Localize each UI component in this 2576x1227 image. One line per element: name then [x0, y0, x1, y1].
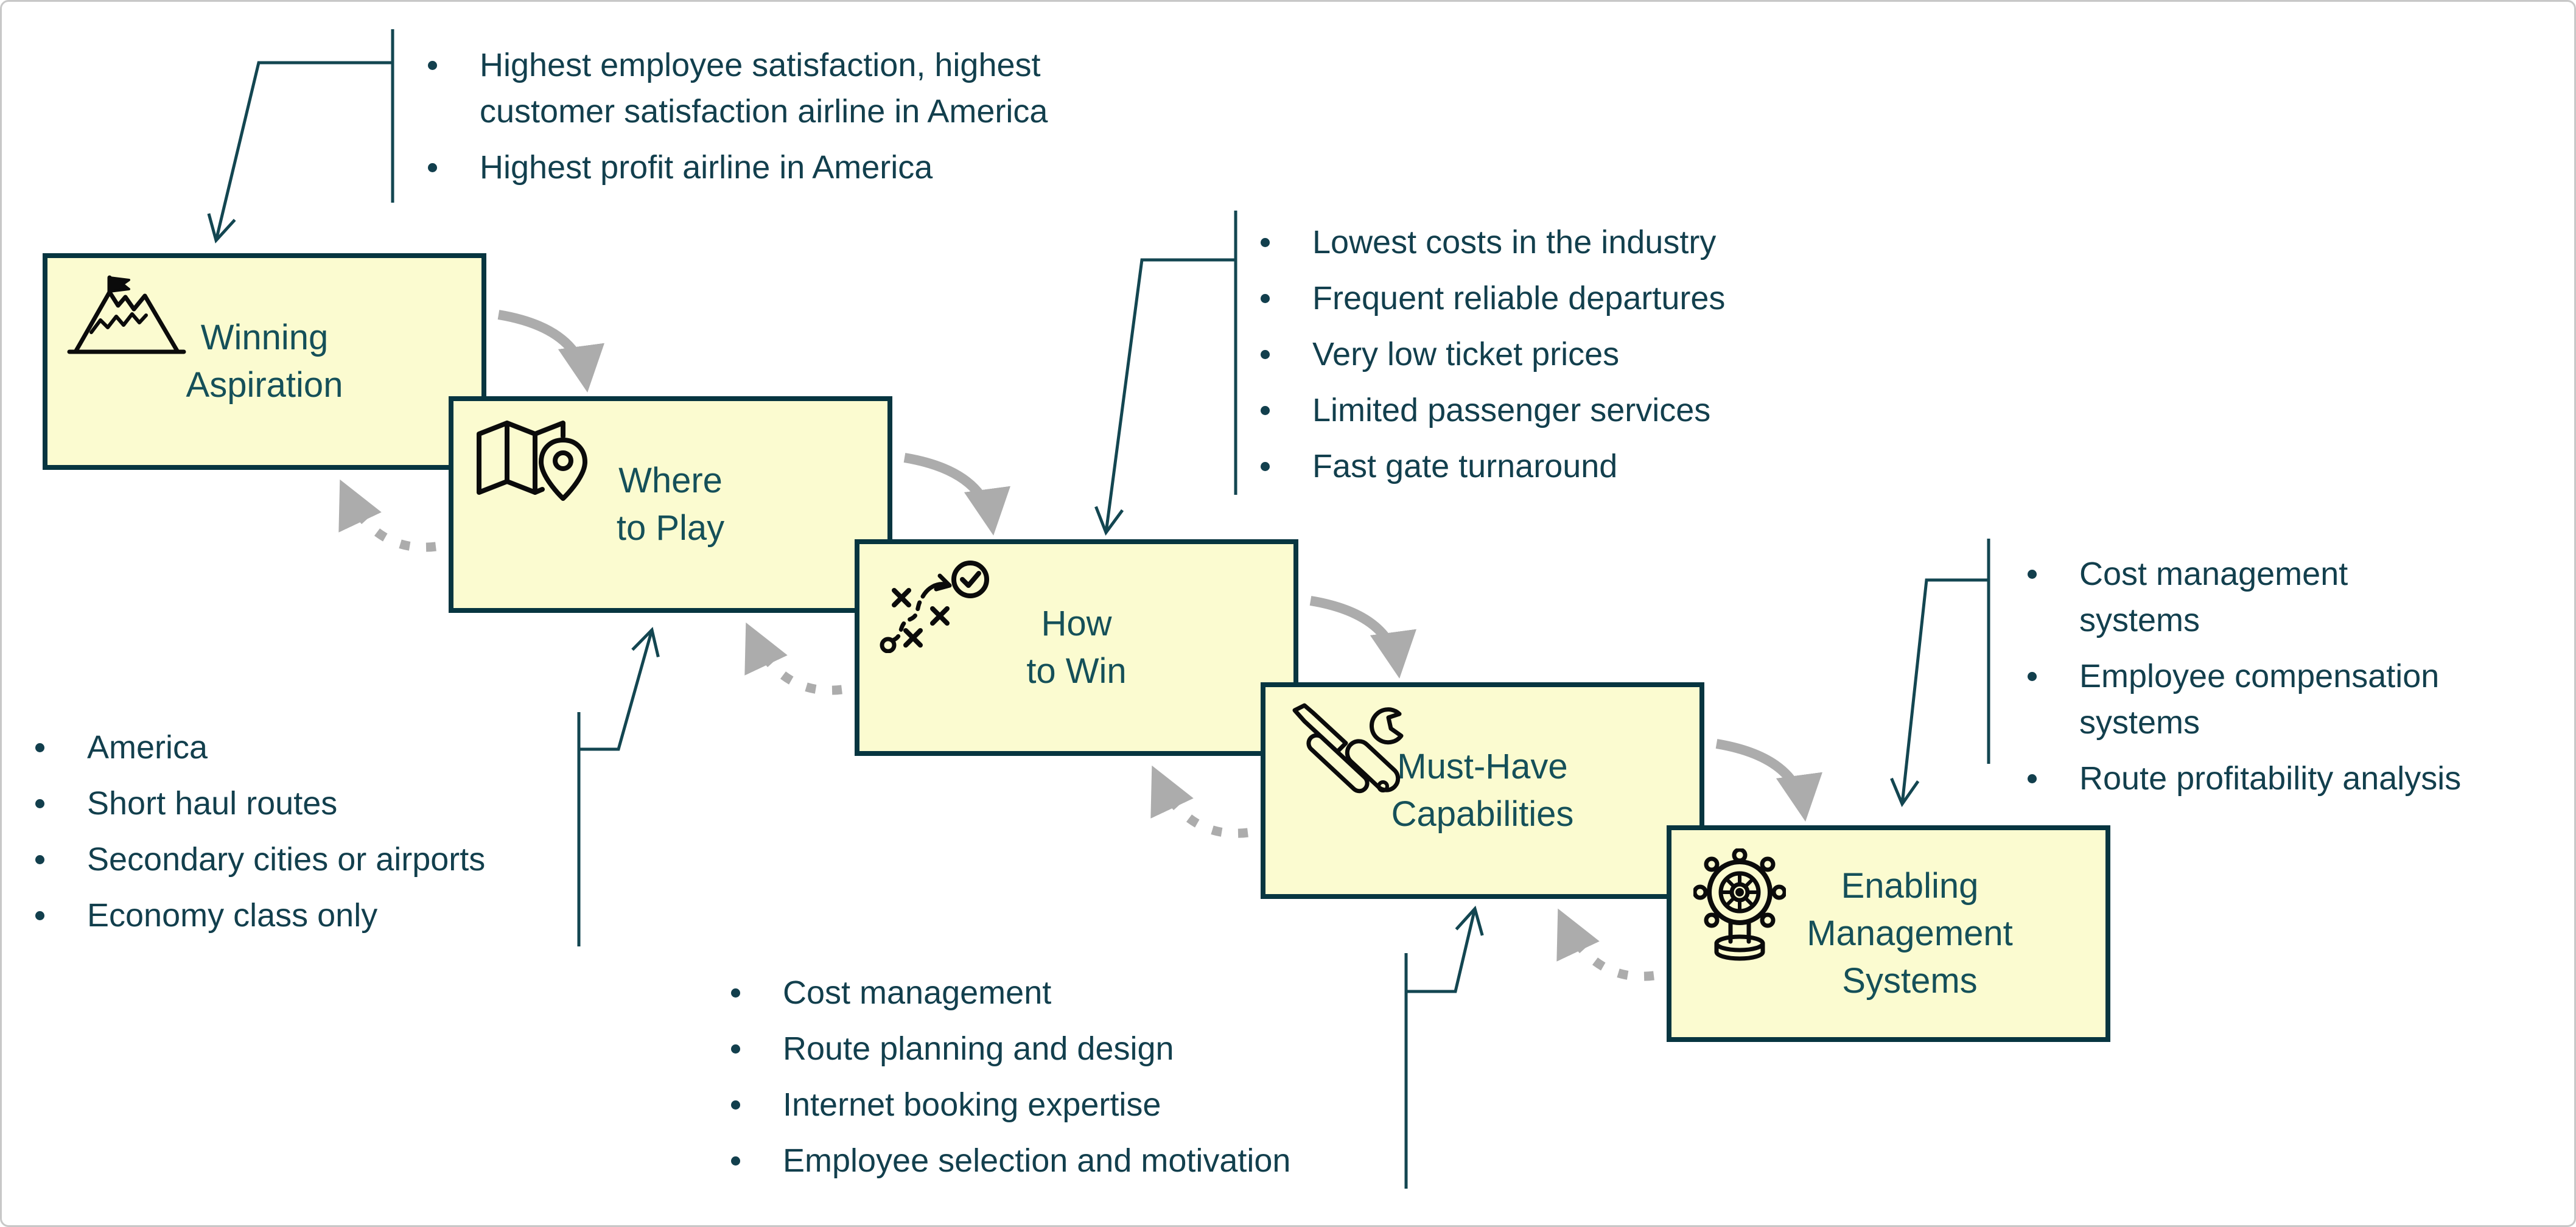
tools-icon [1284, 702, 1405, 802]
bullet-item: Internet booking expertise [731, 1082, 1340, 1128]
ship-helm-icon [1693, 848, 1786, 964]
bullet-dot-icon [2028, 672, 2037, 681]
bullet-text: Limited passenger services [1312, 392, 1711, 428]
bullet-text: Employee selection and motivation [783, 1142, 1291, 1179]
forward-arrow [1309, 596, 1416, 679]
bullet-item: America [35, 724, 583, 771]
bullet-text: Frequent reliable departures [1312, 280, 1726, 316]
box-where-to-play: Where to Play [449, 396, 892, 613]
bullet-dot-icon [731, 988, 740, 998]
box-label: How to Win [1026, 604, 1127, 691]
box-label: Must-Have Capabilities [1391, 747, 1574, 834]
mountain-flag-icon [66, 273, 187, 358]
bullet-text: Lowest costs in the industry [1312, 224, 1717, 260]
feedback-arrow-dotted [1556, 908, 1654, 981]
bullet-dot-icon [731, 1100, 740, 1110]
feedback-arrow-dotted [1150, 765, 1248, 838]
bullet-dot-icon [731, 1156, 740, 1166]
callout-connector-arrow [207, 61, 393, 244]
bullet-text: Route profitability analysis [2079, 760, 2462, 797]
callout-winning-aspiration: Highest employee satisfaction, highest c… [428, 42, 1073, 200]
bullet-item: Highest employee satisfaction, highest c… [428, 42, 1073, 135]
bullet-dot-icon [1261, 406, 1270, 415]
bullet-dot-icon [35, 743, 44, 752]
bullet-item: Highest profit airline in America [428, 144, 1073, 191]
bullet-item: Employee compensation systems [2028, 653, 2472, 746]
bullet-item: Economy class only [35, 892, 583, 939]
bullet-item: Cost management systems [2028, 551, 2472, 643]
box-label: Winning Aspiration [186, 318, 343, 405]
bullet-text: Internet booking expertise [783, 1086, 1161, 1123]
bullet-text: America [87, 729, 208, 766]
box-winning-aspiration: Winning Aspiration [43, 253, 486, 470]
bullet-text: Economy class only [87, 897, 378, 934]
bullet-item: Lowest costs in the industry [1261, 219, 1839, 265]
forward-arrow [1715, 739, 1822, 822]
bullet-dot-icon [731, 1044, 740, 1054]
bullet-text: Fast gate turnaround [1312, 448, 1618, 484]
bullet-dot-icon [1261, 294, 1270, 303]
bullet-dot-icon [35, 799, 44, 808]
bullet-dot-icon [1261, 238, 1270, 247]
bullet-item: Secondary cities or airports [35, 836, 583, 883]
bullet-item: Limited passenger services [1261, 387, 1839, 433]
bullet-dot-icon [35, 911, 44, 920]
callout-connector-arrow [579, 627, 660, 751]
box-label: Enabling Management Systems [1807, 866, 2013, 1001]
bullet-dot-icon [35, 855, 44, 864]
bullet-text: Highest employee satisfaction, highest c… [480, 47, 1048, 130]
box-label: Where to Play [616, 461, 725, 548]
feedback-arrow-dotted [744, 622, 842, 695]
bullet-text: Cost management [783, 974, 1052, 1011]
bullet-dot-icon [428, 61, 437, 70]
callout-connector-arrow [1094, 258, 1236, 536]
bullet-text: Secondary cities or airports [87, 841, 486, 878]
bullet-item: Employee selection and motivation [731, 1138, 1340, 1184]
bullet-text: Employee compensation systems [2079, 658, 2440, 741]
forward-arrow [497, 310, 604, 393]
callout-connector-arrow [1890, 578, 1989, 808]
bullet-dot-icon [1261, 462, 1270, 471]
bullet-dot-icon [2028, 570, 2037, 579]
bullet-item: Very low ticket prices [1261, 331, 1839, 377]
bullet-text: Short haul routes [87, 785, 338, 822]
strategy-play-icon [878, 559, 999, 653]
bullet-text: Route planning and design [783, 1030, 1174, 1067]
feedback-arrow-dotted [338, 479, 436, 552]
callout-connector-arrow [1406, 905, 1484, 993]
bullet-item: Short haul routes [35, 780, 583, 827]
forward-arrow [903, 453, 1010, 536]
box-enabling-management-systems: Enabling Management Systems [1667, 825, 2110, 1042]
box-how-to-win: How to Win [855, 539, 1298, 756]
bullet-item: Route profitability analysis [2028, 755, 2472, 802]
bullet-dot-icon [1261, 350, 1270, 359]
bullet-item: Cost management [731, 970, 1340, 1016]
map-location-icon [472, 416, 593, 504]
box-must-have-capabilities: Must-Have Capabilities [1261, 682, 1704, 899]
bullet-text: Very low ticket prices [1312, 336, 1620, 372]
bullet-item: Frequent reliable departures [1261, 275, 1839, 321]
bullet-dot-icon [428, 163, 437, 172]
bullet-text: Highest profit airline in America [480, 149, 933, 186]
bullet-item: Route planning and design [731, 1026, 1340, 1072]
bullet-text: Cost management systems [2079, 556, 2348, 638]
bullet-item: Fast gate turnaround [1261, 443, 1839, 489]
bullet-dot-icon [2028, 774, 2037, 783]
